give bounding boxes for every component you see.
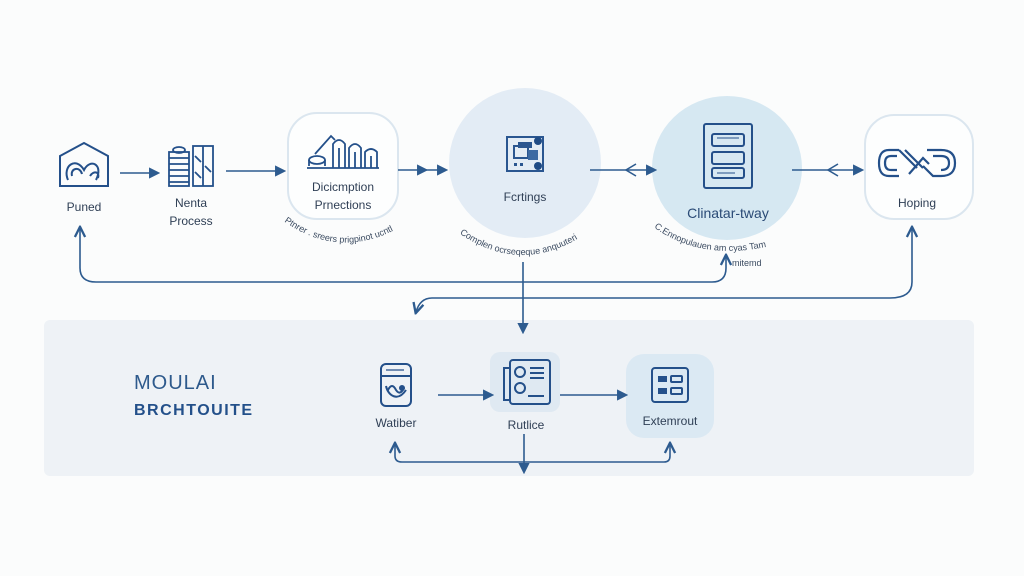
storage-box-icon xyxy=(380,363,412,407)
node-label: Clinatar-tway xyxy=(687,205,769,221)
node-rutlice[interactable]: Rutlice xyxy=(486,358,566,434)
silos-factory-icon xyxy=(307,134,379,169)
node-label-line1: Dicicmption xyxy=(311,180,374,194)
caption-fcrtings: Complen ocrseqeque anquuteri xyxy=(459,227,579,257)
link-chain-icon xyxy=(877,148,957,178)
node-dicicmption-prnections[interactable]: Dicicmption Prnections xyxy=(287,130,399,214)
node-fcrtings[interactable]: Fcrtings xyxy=(475,134,575,206)
node-hoping[interactable]: Hoping xyxy=(864,146,970,212)
node-nenta-process[interactable]: Nenta Process xyxy=(152,142,230,230)
caption-clinatar: C.Ennopulauen am cyas Tam xyxy=(653,221,767,253)
profile-list-icon xyxy=(503,359,551,405)
module-loop xyxy=(395,444,670,463)
circuit-board-icon xyxy=(506,136,544,172)
node-label: Extemrout xyxy=(642,414,698,428)
caption-dicicmption: Ptnrer . sreers prigpinot ucntl xyxy=(283,215,394,245)
node-label-line1: Nenta xyxy=(174,196,208,210)
node-label: Hoping xyxy=(897,196,937,210)
node-extemrout[interactable]: Extemrout xyxy=(626,366,714,430)
node-blob-fcrtings xyxy=(449,88,601,238)
node-label-line2: Process xyxy=(169,214,213,228)
node-label: Puned xyxy=(66,200,102,214)
house-swirl-icon xyxy=(59,141,109,187)
node-label-line2: Prnections xyxy=(314,198,372,212)
node-label: Fcrtings xyxy=(503,190,547,204)
node-puned[interactable]: Puned xyxy=(48,140,120,216)
node-label: Watiber xyxy=(375,416,417,430)
node-clinatar-tway[interactable]: Clinatar-tway xyxy=(670,122,786,222)
document-list-icon xyxy=(703,123,753,189)
grid-panel-icon xyxy=(651,367,689,403)
loop-to-hoping xyxy=(416,228,912,312)
node-watiber[interactable]: Watiber xyxy=(360,362,432,432)
loop-return-to-puned xyxy=(80,228,726,283)
caption-clinatar-line2: mitemd xyxy=(732,258,762,268)
server-stack-icon xyxy=(168,145,214,187)
module-title-line1: MOULAI xyxy=(134,372,217,394)
node-label: Rutlice xyxy=(507,418,545,432)
node-box-dicicmption xyxy=(287,112,399,220)
module-title-line2: BRCHTOUITE xyxy=(134,402,254,419)
node-box-rutlice xyxy=(490,352,560,412)
